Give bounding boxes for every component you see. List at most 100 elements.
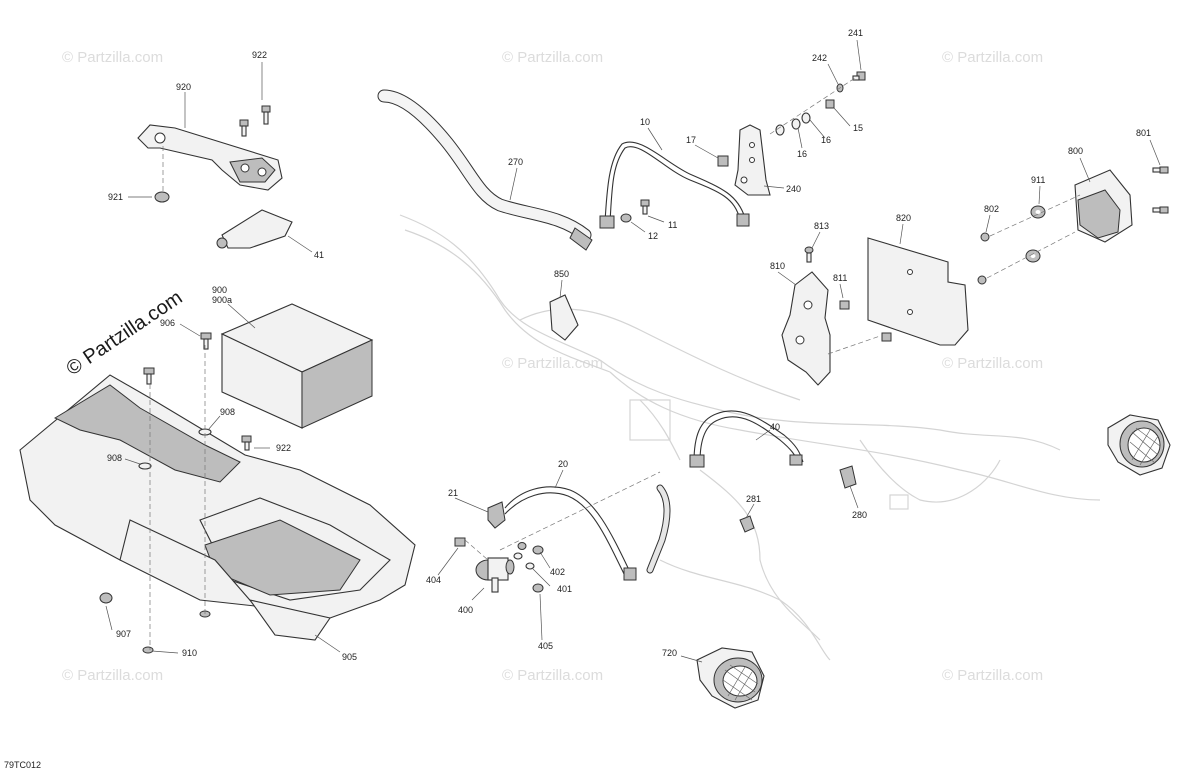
bolt-906: [200, 332, 212, 350]
nuts-402: [517, 542, 544, 555]
nut-405: [532, 583, 544, 593]
callout-16: 16: [797, 149, 807, 159]
partzilla-watermark-main: © Partzilla.com: [62, 287, 186, 381]
watermark: © Partzilla.com: [62, 49, 163, 66]
screw-15: [825, 99, 835, 109]
nut-12: [620, 213, 632, 223]
callout-242: 242: [812, 53, 827, 63]
watermark: © Partzilla.com: [502, 49, 603, 66]
callout-405: 405: [538, 641, 553, 651]
harness-ghost: [399, 214, 1101, 661]
callout-270: 270: [508, 157, 523, 167]
bracket-41: [216, 209, 293, 249]
grommet-911: [1025, 205, 1046, 263]
battery-tray-905: [19, 374, 416, 641]
callout-911: 911: [1031, 175, 1045, 185]
cable-270: [377, 89, 593, 251]
battery-900: [220, 303, 374, 429]
callout-802: 802: [984, 204, 999, 214]
bolt-241: [852, 71, 866, 81]
watermark: © Partzilla.com: [502, 667, 603, 684]
callout-900: 900: [212, 285, 227, 295]
callout-813: 813: [814, 221, 829, 231]
watermark: © Partzilla.com: [942, 667, 1043, 684]
cable-black: [646, 484, 671, 574]
cable-20: [504, 486, 637, 581]
callout-905: 905: [342, 652, 357, 662]
solenoid-400: [475, 557, 515, 593]
callout-811: 811: [833, 273, 847, 283]
callout-402: 402: [550, 567, 565, 577]
diagram-code: 79TC012: [4, 760, 41, 770]
bolt-11: [640, 199, 650, 215]
callout-240: 240: [786, 184, 801, 194]
watermark: © Partzilla.com: [942, 49, 1043, 66]
plate-820: [867, 237, 969, 346]
module-800: [1074, 169, 1133, 243]
callout-801: 801: [1136, 128, 1151, 138]
watermark: © Partzilla.com: [62, 667, 163, 684]
callout-281: 281: [746, 494, 761, 504]
washers-16: [775, 112, 811, 136]
callout-labels: 920 922 921 41 900 900a 906 908 908 922 …: [107, 28, 1151, 662]
bolt-811: [839, 300, 892, 342]
cable-10: [599, 141, 750, 229]
horn-720: [696, 647, 765, 709]
bolt-404: [454, 537, 466, 547]
bolt-922-second: [239, 119, 249, 137]
callout-900a: 900a: [212, 295, 232, 305]
bolt-906-left: [143, 367, 155, 385]
bracket-810: [781, 271, 831, 386]
callout-404: 404: [426, 575, 441, 585]
callout-920: 920: [176, 82, 191, 92]
callout-16: 16: [821, 135, 831, 145]
callout-908: 908: [107, 453, 122, 463]
callout-21: 21: [448, 488, 458, 498]
cap-21: [487, 501, 506, 529]
callout-906: 906: [160, 318, 175, 328]
cable-40: [689, 410, 804, 468]
callout-908: 908: [220, 407, 235, 417]
bolt-922-tray: [241, 435, 252, 451]
callout-12: 12: [648, 231, 658, 241]
bolt-801: [1152, 166, 1169, 214]
bracket-920: [137, 124, 283, 191]
callout-800: 800: [1068, 146, 1083, 156]
grommet-907: [99, 592, 113, 604]
bolt-813: [804, 246, 814, 263]
callout-820: 820: [896, 213, 911, 223]
bracket-240: [734, 124, 771, 196]
callout-850: 850: [554, 269, 569, 279]
callout-720: 720: [662, 648, 677, 658]
callout-921: 921: [108, 192, 123, 202]
nut-802: [977, 232, 990, 285]
callout-20: 20: [558, 459, 568, 469]
callout-401: 401: [557, 584, 572, 594]
callout-907: 907: [116, 629, 131, 639]
callout-15: 15: [853, 123, 863, 133]
callout-11: 11: [668, 220, 677, 230]
nut-910: [142, 610, 211, 654]
clip-281: [739, 515, 755, 533]
nuts-401: [513, 552, 535, 570]
callout-10: 10: [640, 117, 650, 127]
callout-400: 400: [458, 605, 473, 615]
connector-850: [549, 294, 579, 341]
bolt-922-top: [261, 105, 271, 125]
leader-lines: [105, 39, 1161, 663]
clip-280: [839, 465, 857, 489]
callout-922: 922: [252, 50, 267, 60]
callout-910: 910: [182, 648, 197, 658]
callout-41: 41: [314, 250, 324, 260]
callout-280: 280: [852, 510, 867, 520]
callout-241: 241: [848, 28, 863, 38]
washer-908: [138, 428, 212, 470]
callout-17: 17: [686, 135, 696, 145]
callout-922: 922: [276, 443, 291, 453]
callout-40: 40: [770, 422, 780, 432]
horn-right: [1107, 414, 1171, 476]
watermark: © Partzilla.com: [942, 355, 1043, 372]
callout-810: 810: [770, 261, 785, 271]
nut-921: [154, 191, 170, 203]
